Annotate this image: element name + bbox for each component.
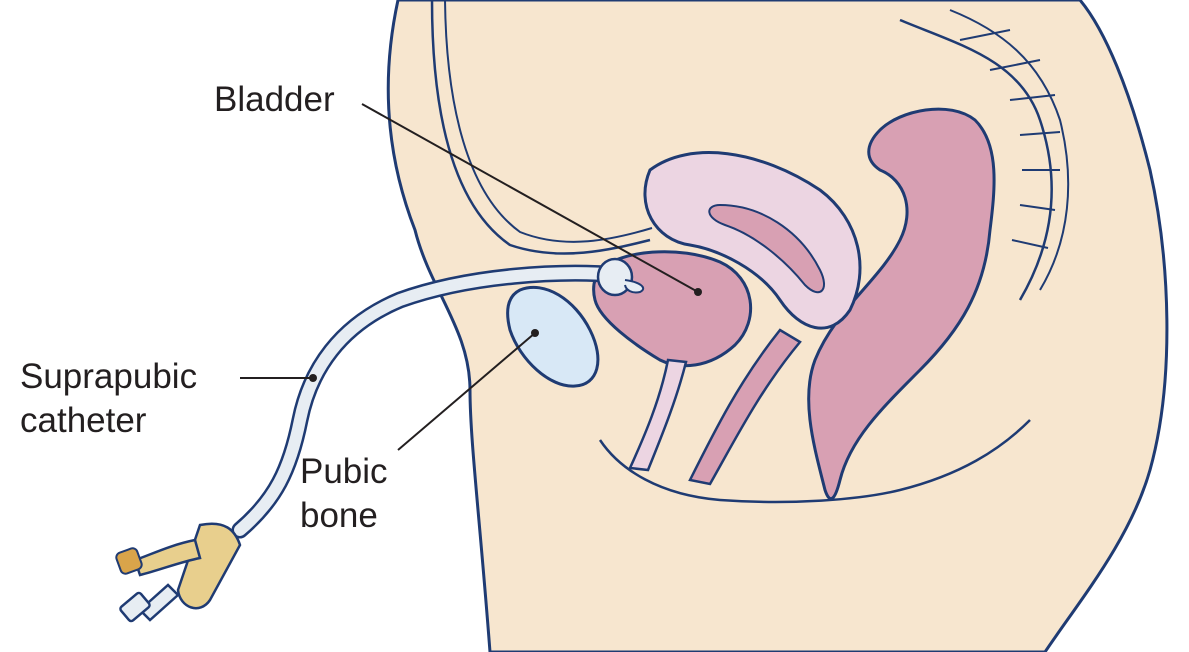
bladder-leader-dot xyxy=(694,288,702,296)
catheter-label-line2: catheter xyxy=(20,401,146,441)
bone-leader-dot xyxy=(531,329,539,337)
bladder-label: Bladder xyxy=(214,80,335,120)
catheter-leader-dot xyxy=(309,374,317,382)
catheter-connector xyxy=(115,524,240,623)
catheter-label-line1: Suprapubic xyxy=(20,357,197,397)
bone-label-line2: bone xyxy=(300,496,378,536)
bone-label-line1: Pubic xyxy=(300,452,388,492)
